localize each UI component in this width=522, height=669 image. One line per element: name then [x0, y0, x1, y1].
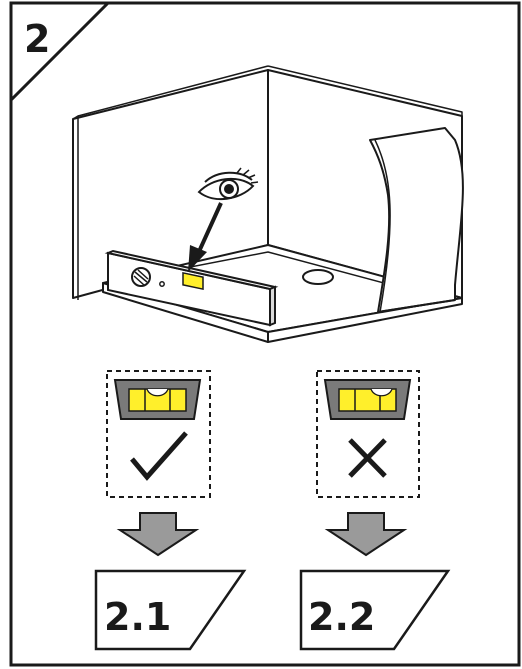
- option-wrong: [316, 370, 420, 498]
- step-badge: 2: [9, 1, 112, 104]
- check-mark-icon: [130, 431, 188, 481]
- eye-icon: [197, 167, 259, 201]
- pointer-arrow-icon: [188, 202, 223, 272]
- option-correct: [106, 370, 211, 498]
- level-vial-correct: [113, 379, 202, 420]
- down-arrow-icon: [324, 512, 408, 557]
- option-label-2: 2.2: [308, 595, 375, 639]
- cross-mark-icon: [348, 438, 387, 478]
- dashed-box-correct: [106, 370, 211, 498]
- down-arrow-icon: [116, 512, 200, 557]
- step-number: 2: [24, 17, 50, 61]
- glass-panel: [369, 127, 464, 313]
- level-vial-wrong: [323, 379, 412, 420]
- spirit-level-icon: [104, 249, 279, 327]
- option-label-tab-1: 2.1: [94, 569, 247, 651]
- dashed-box-wrong: [316, 370, 420, 498]
- drain: [302, 269, 334, 285]
- option-label-tab-2: 2.2: [299, 569, 451, 651]
- outer-frame: [9, 1, 521, 667]
- option-label-1: 2.1: [104, 595, 171, 639]
